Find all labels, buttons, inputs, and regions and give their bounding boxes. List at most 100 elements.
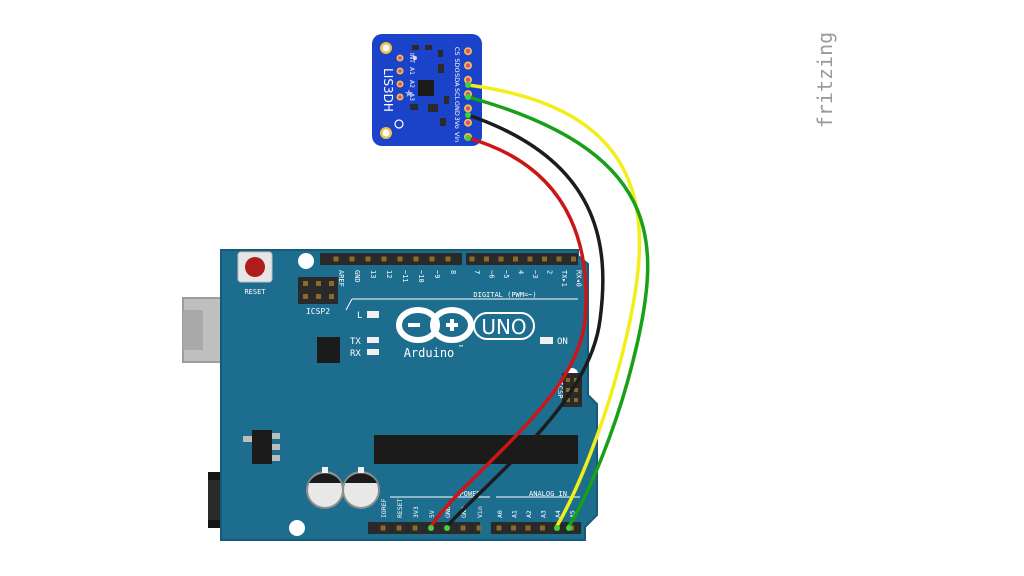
- sensor-pad-label: SDA: [453, 73, 461, 87]
- analog-pin-label: A3: [540, 510, 548, 518]
- digital-pin-label: AREF: [337, 270, 345, 287]
- header-pin[interactable]: [484, 256, 489, 262]
- header-pin[interactable]: [445, 256, 451, 262]
- power-header: [368, 522, 480, 534]
- power-pin-labels: IOREF RESET 3V3 5V GND GND Vin: [380, 498, 484, 518]
- header-pin[interactable]: [511, 525, 516, 531]
- led-rx-label: RX: [350, 349, 361, 359]
- header-pin[interactable]: [412, 525, 418, 531]
- digital-pin-label: ~3: [531, 270, 539, 278]
- header-pin[interactable]: [429, 256, 435, 262]
- wire-yellow: [466, 83, 642, 528]
- digital-pin-label: 12: [385, 270, 393, 278]
- connection-dot: [465, 112, 471, 118]
- connection-dot: [465, 135, 471, 141]
- wire-red: [429, 136, 588, 528]
- digital-header-right-pins: [469, 256, 576, 262]
- wire-green: [466, 95, 650, 528]
- digital-pin-label: ~6: [488, 270, 496, 278]
- digital-header-left-pins: [333, 256, 451, 262]
- connection-dot: [465, 82, 471, 88]
- header-pin[interactable]: [498, 256, 504, 262]
- header-pin[interactable]: [413, 256, 419, 262]
- header-pin[interactable]: [397, 256, 403, 262]
- uno-badge: UNO: [473, 312, 535, 340]
- trademark-symbol: ™: [459, 344, 463, 352]
- atmega-chip: [374, 435, 578, 464]
- usb-chip: [317, 337, 340, 363]
- header-pin[interactable]: [571, 256, 576, 262]
- capacitor: [342, 467, 380, 509]
- reset-button[interactable]: [237, 251, 273, 283]
- digital-pin-label: 8: [449, 270, 457, 274]
- interrupt-pad-label: A1: [408, 67, 415, 75]
- header-pin[interactable]: [540, 525, 545, 531]
- header-pin[interactable]: [469, 256, 475, 262]
- connection-dot: [554, 525, 560, 531]
- sensor-pad-label: SDO: [453, 58, 461, 72]
- voltage-regulator: [243, 430, 280, 464]
- led-on: [540, 337, 553, 344]
- interrupt-pad-label: A3: [408, 93, 415, 101]
- led-on-label: ON: [557, 337, 568, 347]
- header-pin[interactable]: [476, 525, 482, 531]
- digital-pin-label: ~11: [401, 270, 409, 283]
- header-pin[interactable]: [542, 256, 547, 262]
- power-pin-label: RESET: [396, 498, 404, 518]
- interrupt-pad-label: A2: [408, 80, 415, 88]
- fritzing-watermark: fritzing: [813, 32, 837, 128]
- digital-label: DIGITAL (PWM=~): [473, 291, 536, 299]
- interrupt-pads: [396, 54, 404, 101]
- digital-pin-label: ~5: [502, 270, 510, 278]
- digital-pin-label: RX◂0: [575, 270, 583, 287]
- led-l: [367, 311, 379, 318]
- header-pin[interactable]: [496, 525, 502, 531]
- power-pin-label: Vin: [476, 506, 484, 518]
- header-pin[interactable]: [365, 256, 371, 262]
- header-pin[interactable]: [380, 525, 386, 531]
- led-rx: [367, 349, 379, 355]
- analog-pin-label: A0: [496, 510, 504, 518]
- analog-pin-label: A5: [569, 510, 577, 518]
- wire-black: [445, 113, 605, 528]
- led-tx-label: TX: [350, 337, 361, 347]
- icsp2-label: ICSP2: [306, 307, 330, 316]
- analog-label: ANALOG IN: [529, 490, 567, 498]
- led-tx: [367, 337, 379, 343]
- header-pin[interactable]: [525, 525, 531, 531]
- led-l-label: L: [357, 311, 362, 321]
- sensor-pad-label: 3Vo: [453, 117, 461, 129]
- sensor-pad-label: SCL: [453, 88, 461, 101]
- header-pin[interactable]: [396, 525, 402, 531]
- sensor-pad-label: GND: [453, 101, 461, 116]
- header-pin[interactable]: [527, 256, 533, 262]
- header-pin[interactable]: [513, 256, 518, 262]
- power-pin-label: GND: [460, 506, 468, 518]
- header-pin[interactable]: [349, 256, 355, 262]
- capacitor: [306, 467, 344, 509]
- power-pin-label: GND: [444, 506, 452, 518]
- star-icon: ★: [404, 87, 414, 100]
- interrupt-pad-label: INT: [408, 53, 415, 63]
- connection-dot: [566, 525, 572, 531]
- digital-pin-label: ~10: [417, 270, 425, 283]
- wires: [429, 83, 650, 528]
- power-pin-label: 5V: [428, 510, 436, 518]
- header-pin[interactable]: [460, 525, 466, 531]
- digital-pin-label: 4: [517, 270, 525, 274]
- digital-pin-label: TX▸1: [560, 270, 568, 287]
- power-pin-label: IOREF: [380, 498, 388, 518]
- analog-pin-label: A4: [554, 510, 562, 518]
- header-pin[interactable]: [381, 256, 387, 262]
- header-pin[interactable]: [333, 256, 339, 262]
- uno-label: UNO: [481, 315, 526, 339]
- header-pin[interactable]: [556, 256, 562, 262]
- digital-header-right: [466, 253, 578, 265]
- power-pin-label: 3V3: [412, 506, 420, 518]
- sensor-pad-label: CS: [453, 47, 461, 56]
